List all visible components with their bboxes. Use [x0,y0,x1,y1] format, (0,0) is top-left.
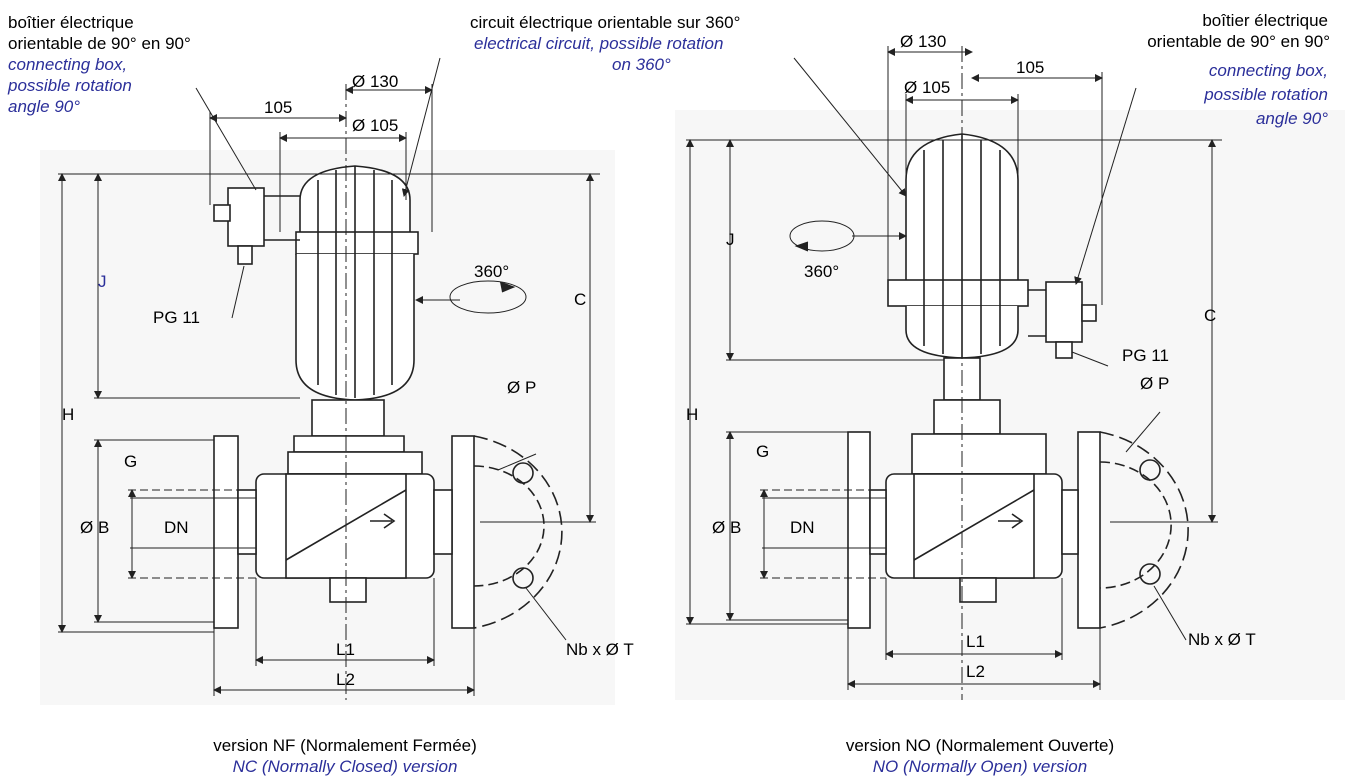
circuit-en-line2: on 360° [612,55,671,74]
left-caption-en: NC (Normally Closed) version [232,757,458,776]
right-box-fr-line1: boîtier électrique [1202,11,1328,30]
left-box-fr-line2: orientable de 90° en 90° [8,34,191,53]
right-dim-t: Nb x Ø T [1188,630,1256,649]
right-caption-en: NO (Normally Open) version [872,757,1088,776]
right-box-fr-line2: orientable de 90° en 90° [1147,32,1330,51]
left-caption-fr: version NF (Normalement Fermée) [213,736,477,755]
left-pg11-label: PG 11 [153,308,200,327]
right-dim-w105: 105 [1016,58,1045,77]
left-dim-d130: Ø 130 [352,72,399,91]
left-dim-dn: DN [164,518,189,537]
left-box-en-line2: possible rotation [8,76,132,95]
right-dim-dn: DN [790,518,815,537]
left-dim-w105: 105 [264,98,293,117]
right-dim-d105: Ø 105 [904,78,951,97]
right-pg11-label: PG 11 [1122,346,1169,365]
right-caption-fr: version NO (Normalement Ouverte) [845,736,1115,755]
left-dim-c: C [574,290,587,309]
left-dimensions [58,57,600,700]
right-rotation-label: 360° [804,262,840,281]
left-dim-t: Nb x Ø T [566,640,634,659]
right-dim-d130: Ø 130 [900,32,947,51]
right-dim-l2: L2 [966,662,985,681]
right-dim-g: G [756,442,770,461]
right-box-en-line2: possible rotation [1204,85,1328,104]
right-dimensions [686,46,1222,700]
right-dim-j: J [726,230,735,249]
left-box-en-line3: angle 90° [8,97,81,116]
left-box-fr-line1: boîtier électrique [8,13,134,32]
circuit-en-line1: electrical circuit, possible rotation [474,34,724,53]
left-dim-d105: Ø 105 [352,116,399,135]
right-dim-l1: L1 [966,632,985,651]
left-dim-l2: L2 [336,670,355,689]
left-dim-b: Ø B [80,518,110,537]
left-rotation-label: 360° [474,262,510,281]
right-box-en-line3: angle 90° [1255,109,1328,128]
left-dim-p: Ø P [507,378,537,397]
left-dim-j: J [98,272,107,291]
circuit-fr: circuit électrique orientable sur 360° [470,13,741,32]
right-dim-b: Ø B [712,518,742,537]
right-dim-h: H [686,405,699,424]
left-box-en-line1: connecting box, [8,55,128,74]
left-dim-l1: L1 [336,640,355,659]
left-dim-g: G [124,452,138,471]
left-dim-h: H [62,405,75,424]
right-box-en-line1: connecting box, [1208,61,1328,80]
right-dim-c: C [1204,306,1217,325]
right-dim-p: Ø P [1140,374,1170,393]
